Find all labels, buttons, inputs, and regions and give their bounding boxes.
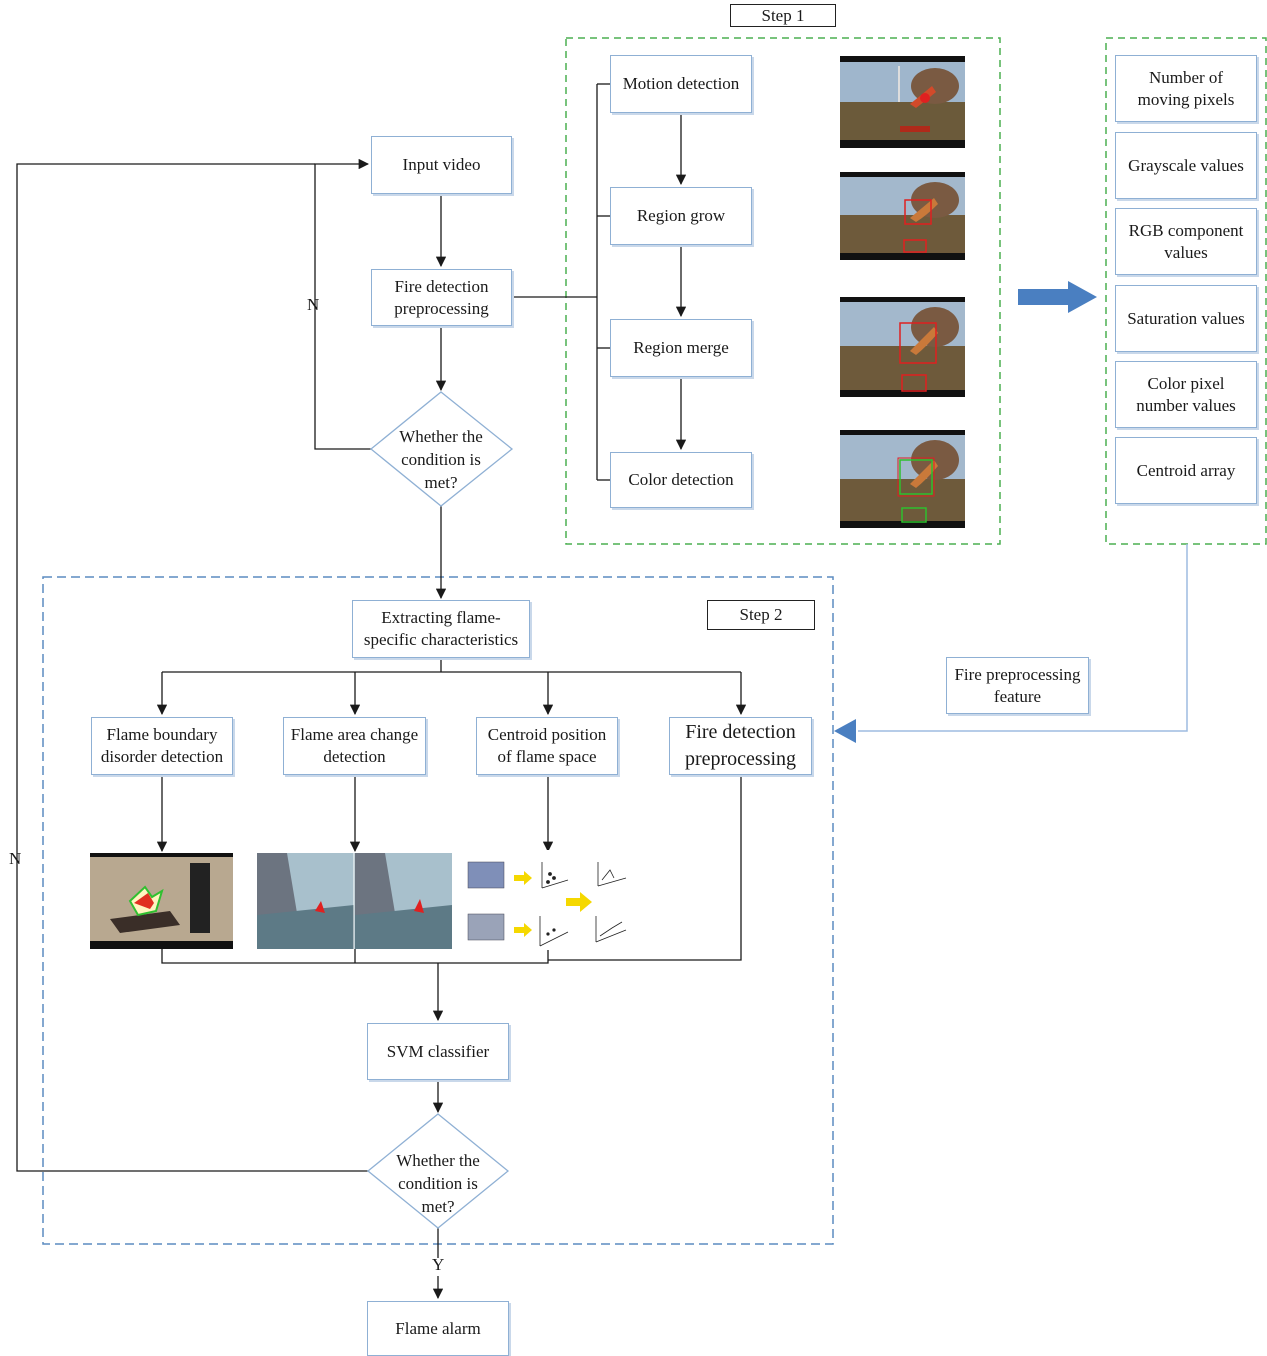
feature-region <box>1105 37 1267 545</box>
area-change-image <box>257 853 452 949</box>
decision-text-2: Whether the condition is met? <box>396 1150 480 1216</box>
stage-motion-detection: Motion detection <box>610 55 752 113</box>
region-merge-image <box>840 297 965 397</box>
stage-color-detection: Color detection <box>610 452 752 508</box>
step1-label: Step 1 <box>730 4 836 27</box>
decision-diamond-1 <box>369 391 514 507</box>
no-label-inner: N <box>307 295 320 314</box>
blue-right-arrow-icon <box>1018 281 1097 313</box>
step1-region <box>565 37 1001 545</box>
feature-centroid: Centroid array <box>1115 437 1257 504</box>
yes-label: Y <box>432 1255 445 1274</box>
feature-moving-pixels: Number of moving pixels <box>1115 55 1257 122</box>
feature-saturation: Saturation values <box>1115 285 1257 352</box>
blue-left-arrow-icon <box>834 719 856 743</box>
color-detection-image <box>840 430 965 528</box>
step2-label: Step 2 <box>707 600 815 630</box>
decision-diamond-2 <box>366 1113 510 1229</box>
fire-preprocessing-feature-node: Fire preprocessing feature <box>946 657 1089 714</box>
fire-preprocessing-node: Fire detection preprocessing <box>371 269 512 326</box>
branch-centroid-position: Centroid position of flame space <box>476 717 618 775</box>
decision-text-1: Whether the condition is met? <box>399 426 483 492</box>
branch-area-change: Flame area change detection <box>283 717 426 775</box>
extract-characteristics-node: Extracting flame- specific characteristi… <box>352 600 530 658</box>
stage-region-grow: Region grow <box>610 187 752 245</box>
feature-color-pixel: Color pixel number values <box>1115 361 1257 428</box>
no-label-outer: N <box>9 849 22 868</box>
flame-alarm-node: Flame alarm <box>367 1301 509 1356</box>
centroid-space-image <box>460 850 632 950</box>
boundary-disorder-image <box>90 853 233 949</box>
feature-rgb: RGB component values <box>1115 208 1257 275</box>
region-grow-image <box>840 172 965 260</box>
stage-region-merge: Region merge <box>610 319 752 377</box>
motion-detection-image <box>840 56 965 148</box>
svm-classifier-node: SVM classifier <box>367 1023 509 1080</box>
feature-grayscale: Grayscale values <box>1115 132 1257 199</box>
branch-boundary-disorder: Flame boundary disorder detection <box>91 717 233 775</box>
branch-fire-preprocessing: Fire detection preprocessing <box>669 717 812 775</box>
input-video-node: Input video <box>371 136 512 194</box>
